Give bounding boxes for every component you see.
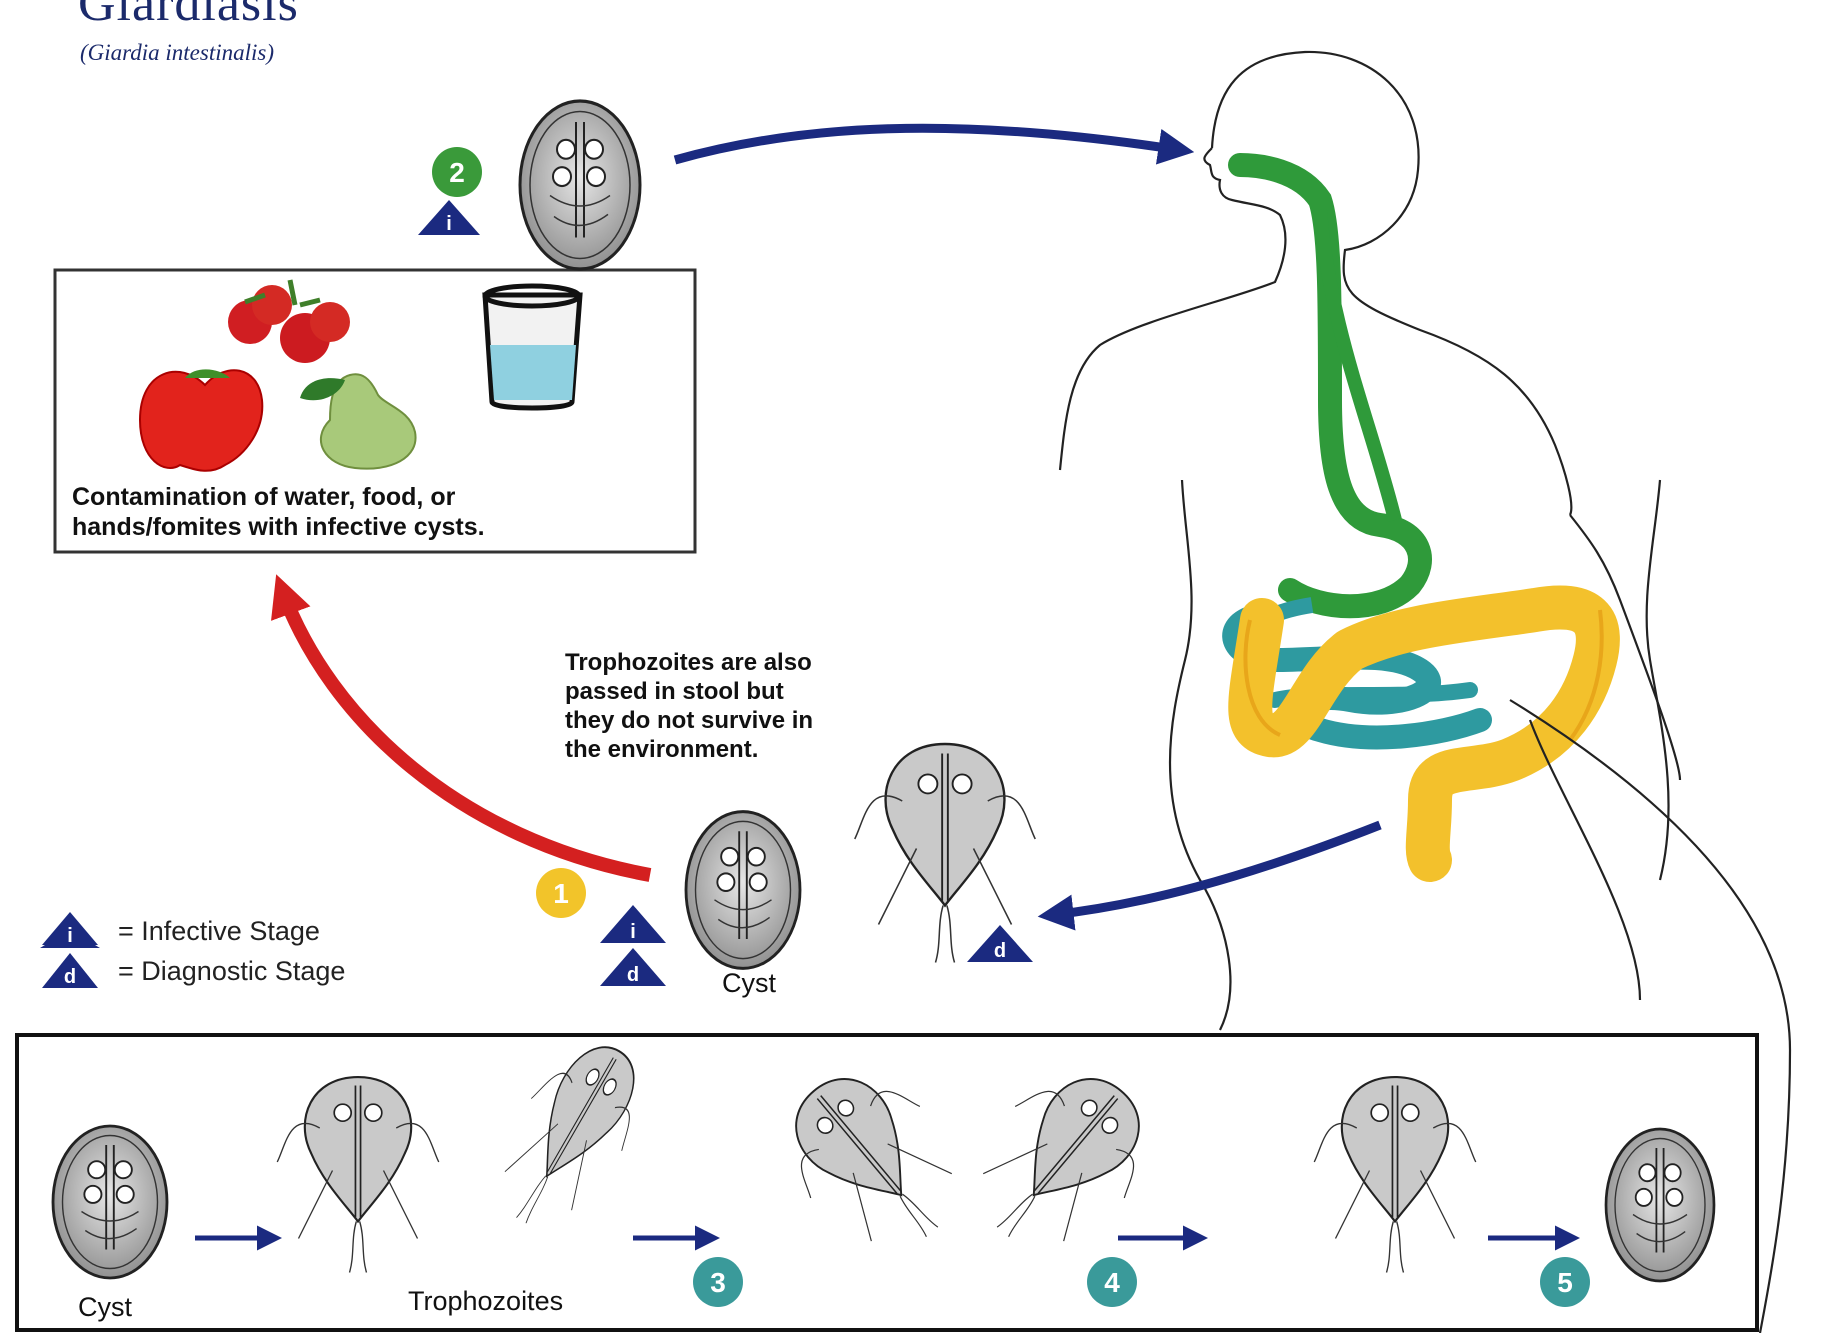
arrow-ingestion <box>675 128 1180 160</box>
trophozoite-stool-icon <box>855 744 1036 963</box>
trophozoites-label-bottom: Trophozoites <box>408 1286 563 1317</box>
stage2-infective-letter: i <box>446 213 452 235</box>
contamination-caption-line-2: hands/fomites with infective cysts. <box>72 512 485 542</box>
contamination-caption-line-1: Contamination of water, food, or <box>72 482 455 512</box>
legend-infective-text: = Infective Stage <box>118 916 320 947</box>
stage-3-number: 3 <box>710 1267 726 1298</box>
arrow-excretion <box>1052 825 1380 915</box>
legend-diagnostic-letter: d <box>64 966 76 988</box>
legend-infective-letter: i <box>67 925 73 947</box>
cyst-label-main: Cyst <box>722 968 776 999</box>
stage-2-number: 2 <box>449 157 465 188</box>
bottom-cyst-icon <box>53 1126 167 1278</box>
human-body-outline <box>1060 52 1680 1030</box>
stage-5-number: 5 <box>1557 1267 1573 1298</box>
trophozoite-note-line-4: the environment. <box>565 735 758 765</box>
stage1-diagnostic-letter: d <box>627 964 639 986</box>
trophozoite-note-line-2: passed in stool but <box>565 677 784 707</box>
stage-4-number: 4 <box>1104 1267 1120 1298</box>
trophozoite-note-line-1: Trophozoites are also <box>565 648 812 678</box>
legend-diagnostic-text: = Diagnostic Stage <box>118 956 345 987</box>
trophozoite-diagnostic-letter: d <box>994 940 1006 962</box>
stage-1-number: 1 <box>553 878 569 909</box>
stage1-infective-letter: i <box>630 921 636 943</box>
cyst-stool-icon <box>686 812 800 969</box>
diagram-title: Giardiasis <box>78 0 299 33</box>
cyst-label-bottom: Cyst <box>78 1292 132 1323</box>
water-glass-icon <box>485 286 580 408</box>
trophozoite-note-line-3: they do not survive in <box>565 706 813 736</box>
bottom-cyst-final-icon <box>1606 1129 1714 1281</box>
cyst-infective-icon <box>520 101 640 269</box>
diagram-subtitle: (Giardia intestinalis) <box>80 40 274 66</box>
